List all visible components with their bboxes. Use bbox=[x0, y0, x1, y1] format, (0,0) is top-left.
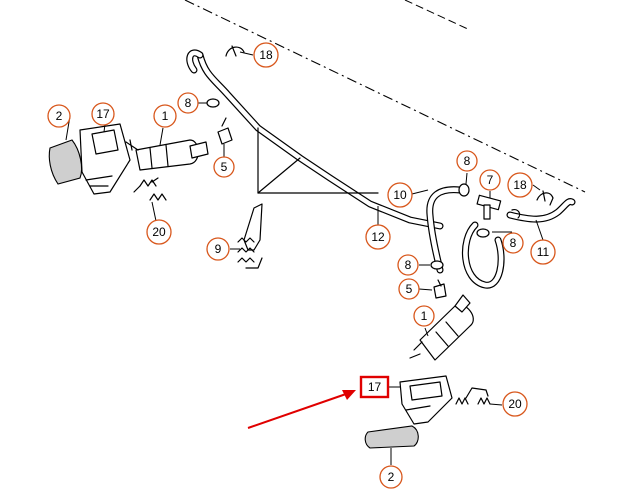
callout-8-right-low: 8 bbox=[502, 232, 524, 254]
callout-label: 17 bbox=[96, 107, 110, 121]
callout-20-left: 20 bbox=[146, 219, 172, 245]
callout-18-top: 18 bbox=[253, 42, 279, 68]
washer-actuator-top bbox=[125, 139, 209, 171]
callout-label: 20 bbox=[152, 225, 166, 239]
callout-label: 11 bbox=[537, 245, 550, 259]
callout-10: 10 bbox=[387, 182, 413, 208]
callout-8-right: 8 bbox=[456, 150, 478, 172]
callout-label: 18 bbox=[513, 178, 527, 192]
callout-label: 8 bbox=[510, 236, 517, 250]
callout-11: 11 bbox=[530, 239, 556, 265]
hose-clip-top bbox=[206, 98, 220, 108]
clip-18-top bbox=[225, 45, 245, 57]
callout-label: 1 bbox=[421, 309, 428, 323]
callout-label: 8 bbox=[185, 96, 192, 110]
elbow-fitting-mid bbox=[433, 279, 447, 299]
callout-1-bottom: 1 bbox=[413, 305, 435, 327]
elbow-fitting-top bbox=[217, 117, 233, 145]
hose-clip-right bbox=[458, 183, 470, 197]
leader-lines bbox=[65, 51, 544, 465]
bracket-bottom bbox=[399, 375, 453, 425]
hose-11 bbox=[506, 198, 576, 223]
hose-clip-right-low bbox=[476, 228, 490, 238]
callout-1-top: 1 bbox=[153, 104, 177, 128]
callout-20-bottom: 20 bbox=[502, 391, 528, 417]
callout-label: 5 bbox=[221, 160, 228, 174]
callout-label: 2 bbox=[388, 470, 395, 484]
callout-17-left: 17 bbox=[91, 102, 115, 126]
callout-7: 7 bbox=[479, 169, 501, 191]
callout-8-mid: 8 bbox=[397, 254, 419, 276]
washer-actuator-bottom bbox=[409, 294, 474, 361]
nozzle-cap-bottom bbox=[364, 425, 419, 449]
callout-18-right: 18 bbox=[507, 172, 533, 198]
bracket-left bbox=[79, 123, 131, 195]
hose-clip-mid bbox=[430, 260, 444, 270]
callout-label: 9 bbox=[215, 242, 222, 256]
callout-label: 12 bbox=[371, 230, 385, 244]
callout-label: 5 bbox=[406, 282, 413, 296]
callout-label: 17 bbox=[368, 380, 382, 394]
callout-label: 7 bbox=[487, 173, 494, 187]
callout-5-top: 5 bbox=[213, 156, 235, 178]
hose-10 bbox=[426, 186, 505, 289]
callout-17-bottom-highlighted: 17 bbox=[359, 375, 390, 399]
callout-label: 8 bbox=[464, 154, 471, 168]
clip-18-right bbox=[536, 190, 554, 206]
callout-5-mid: 5 bbox=[398, 278, 420, 300]
t-connector bbox=[476, 194, 502, 220]
callout-8-top: 8 bbox=[177, 92, 199, 114]
callout-2-left: 2 bbox=[47, 104, 71, 128]
callout-label: 10 bbox=[393, 188, 407, 202]
callout-12: 12 bbox=[365, 224, 391, 250]
springs-left bbox=[133, 177, 167, 201]
springs-bottom bbox=[455, 387, 491, 405]
nozzle-cap-left bbox=[48, 139, 83, 185]
hose-12 bbox=[186, 49, 444, 230]
bumper-outline-dashed bbox=[184, 0, 586, 193]
callout-2-bottom: 2 bbox=[379, 465, 403, 489]
callout-9: 9 bbox=[206, 237, 230, 261]
callout-label: 20 bbox=[508, 397, 522, 411]
washer-nozzle bbox=[237, 203, 263, 269]
callout-label: 18 bbox=[259, 48, 273, 62]
callout-label: 1 bbox=[162, 109, 169, 123]
red-pointer-arrow bbox=[247, 390, 356, 429]
callout-label: 2 bbox=[56, 109, 63, 123]
clip-right-small bbox=[511, 209, 521, 219]
callout-label: 8 bbox=[405, 258, 412, 272]
